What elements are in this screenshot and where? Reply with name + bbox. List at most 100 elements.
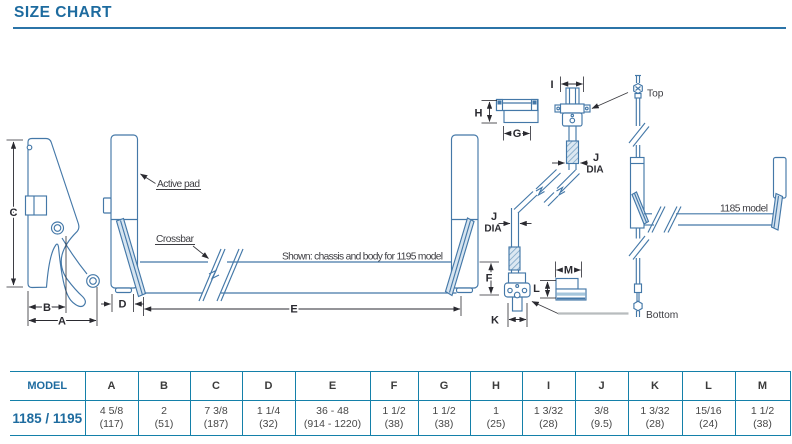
cell-d-size: 1 1/4 — [256, 405, 281, 418]
model-1185-label: 1185 model — [720, 204, 768, 215]
col-header-l: L — [681, 371, 735, 401]
col-header-d: D — [241, 371, 295, 401]
dim-k: K — [489, 303, 528, 328]
col-header-model: MODEL — [27, 380, 68, 392]
table-header-row: MODEL A B C D E F G H I J K L M — [10, 371, 791, 401]
dim-label-k: K — [491, 315, 499, 327]
cell-b: 2(51) — [137, 400, 190, 436]
cell-h-mm: (25) — [486, 418, 506, 430]
col-header-i: I — [521, 371, 575, 401]
cell-c-mm: (187) — [203, 418, 229, 430]
cell-h: 1(25) — [469, 400, 522, 436]
dim-label-f: F — [486, 273, 493, 285]
cell-g-size: 1 1/2 — [432, 405, 456, 418]
cell-e-mm: (914 - 1220) — [303, 418, 362, 430]
bottom-rod-detail — [503, 169, 561, 312]
col-header-m: M — [734, 371, 791, 401]
dim-label-g: G — [513, 128, 522, 140]
dim-label-j-bottom: J — [491, 211, 497, 223]
dim-label-c: C — [10, 207, 18, 219]
crossbar-label: Crossbar — [156, 234, 195, 245]
dim-label-i: I — [550, 79, 553, 91]
active-pad-view — [102, 134, 147, 298]
cell-c: 7 3/8(187) — [189, 400, 242, 436]
cell-e-size: 36 - 48 — [316, 405, 349, 418]
cell-i: 1 3/32(28) — [521, 400, 575, 436]
active-pad-callout: Active pad — [140, 173, 201, 190]
dim-label-d: D — [119, 299, 127, 311]
dim-f: F — [479, 261, 499, 296]
cell-j-size: 3/8 — [594, 405, 609, 418]
dim-l: L — [531, 280, 556, 299]
col-header-c: C — [189, 371, 242, 401]
cell-k-mm: (28) — [645, 418, 665, 430]
cell-i-mm: (28) — [539, 418, 558, 430]
col-header-b: B — [137, 371, 190, 401]
title-rule — [13, 27, 786, 29]
dim-m: M — [555, 261, 582, 278]
dim-h: H — [473, 100, 497, 124]
dia-label-bottom: DIA — [484, 224, 501, 235]
col-header-j: J — [574, 371, 628, 401]
dim-d: D — [101, 294, 144, 312]
cell-b-size: 2 — [161, 405, 167, 418]
shown-note: Shown: chassis and body for 1195 model — [282, 252, 443, 263]
cell-f-size: 1 1/2 — [382, 405, 406, 418]
cell-m-size: 1 1/2 — [750, 405, 775, 418]
cell-f-mm: (38) — [384, 418, 404, 430]
dim-label-b: B — [43, 302, 51, 314]
cell-m: 1 1/2(38) — [734, 400, 791, 436]
dim-i: I — [549, 76, 584, 93]
col-header-k: K — [627, 371, 682, 401]
right-pad-view — [444, 134, 479, 297]
dim-label-l: L — [533, 283, 540, 295]
dim-c: C — [6, 139, 23, 288]
dim-label-e: E — [290, 304, 297, 316]
dim-label-j-top: J — [593, 152, 599, 164]
top-latch-detail — [543, 87, 591, 207]
top-label: Top — [647, 89, 664, 100]
cell-c-size: 7 3/8 — [204, 405, 228, 418]
col-header-e: E — [294, 371, 370, 401]
active-pad-label: Active pad — [157, 179, 200, 190]
model-1185-view — [628, 74, 787, 317]
cell-d: 1 1/4(32) — [241, 400, 295, 436]
cell-l-size: 15/16 — [695, 405, 722, 418]
cell-e: 36 - 48(914 - 1220) — [294, 400, 370, 436]
cell-l-mm: (24) — [699, 418, 718, 430]
cell-a-mm: (117) — [99, 418, 124, 430]
dia-label-top: DIA — [586, 165, 603, 176]
col-header-a: A — [84, 371, 138, 401]
dim-label-a: A — [58, 316, 66, 328]
top-bracket-detail — [495, 98, 539, 124]
bottom-leader — [531, 301, 629, 315]
cell-a-size: 4 5/8 — [99, 405, 124, 418]
dim-e: E — [143, 296, 462, 317]
cell-f: 1 1/2(38) — [369, 400, 418, 436]
cell-b-mm: (51) — [154, 418, 174, 430]
bottom-bracket-detail — [555, 277, 587, 301]
dim-j-top: J DIA — [552, 150, 605, 177]
dim-g: G — [503, 126, 531, 142]
crossbar-callout: Crossbar — [155, 234, 209, 259]
cell-h-size: 1 — [493, 405, 499, 418]
table-data-row: 1185 / 1195 4 5/8(117) 2(51) 7 3/8(187) … — [10, 400, 791, 436]
side-view-case — [24, 137, 100, 308]
page-title: SIZE CHART — [14, 4, 112, 21]
bottom-label: Bottom — [646, 310, 678, 321]
dim-a: A — [28, 287, 98, 329]
cell-i-size: 1 3/32 — [533, 405, 564, 418]
cell-a: 4 5/8(117) — [84, 400, 138, 436]
cell-d-mm: (32) — [259, 418, 278, 430]
size-table: MODEL A B C D E F G H I J K L M 1185 / 1… — [10, 371, 791, 436]
model-cell: 1185 / 1195 — [12, 410, 83, 426]
cell-j-mm: (9.5) — [590, 418, 613, 430]
cell-m-mm: (38) — [753, 418, 772, 430]
col-header-g: G — [417, 371, 470, 401]
dim-label-h: H — [475, 108, 483, 120]
cell-g: 1 1/2(38) — [417, 400, 470, 436]
cell-j: 3/8(9.5) — [574, 400, 628, 436]
dim-b: B — [27, 236, 67, 326]
